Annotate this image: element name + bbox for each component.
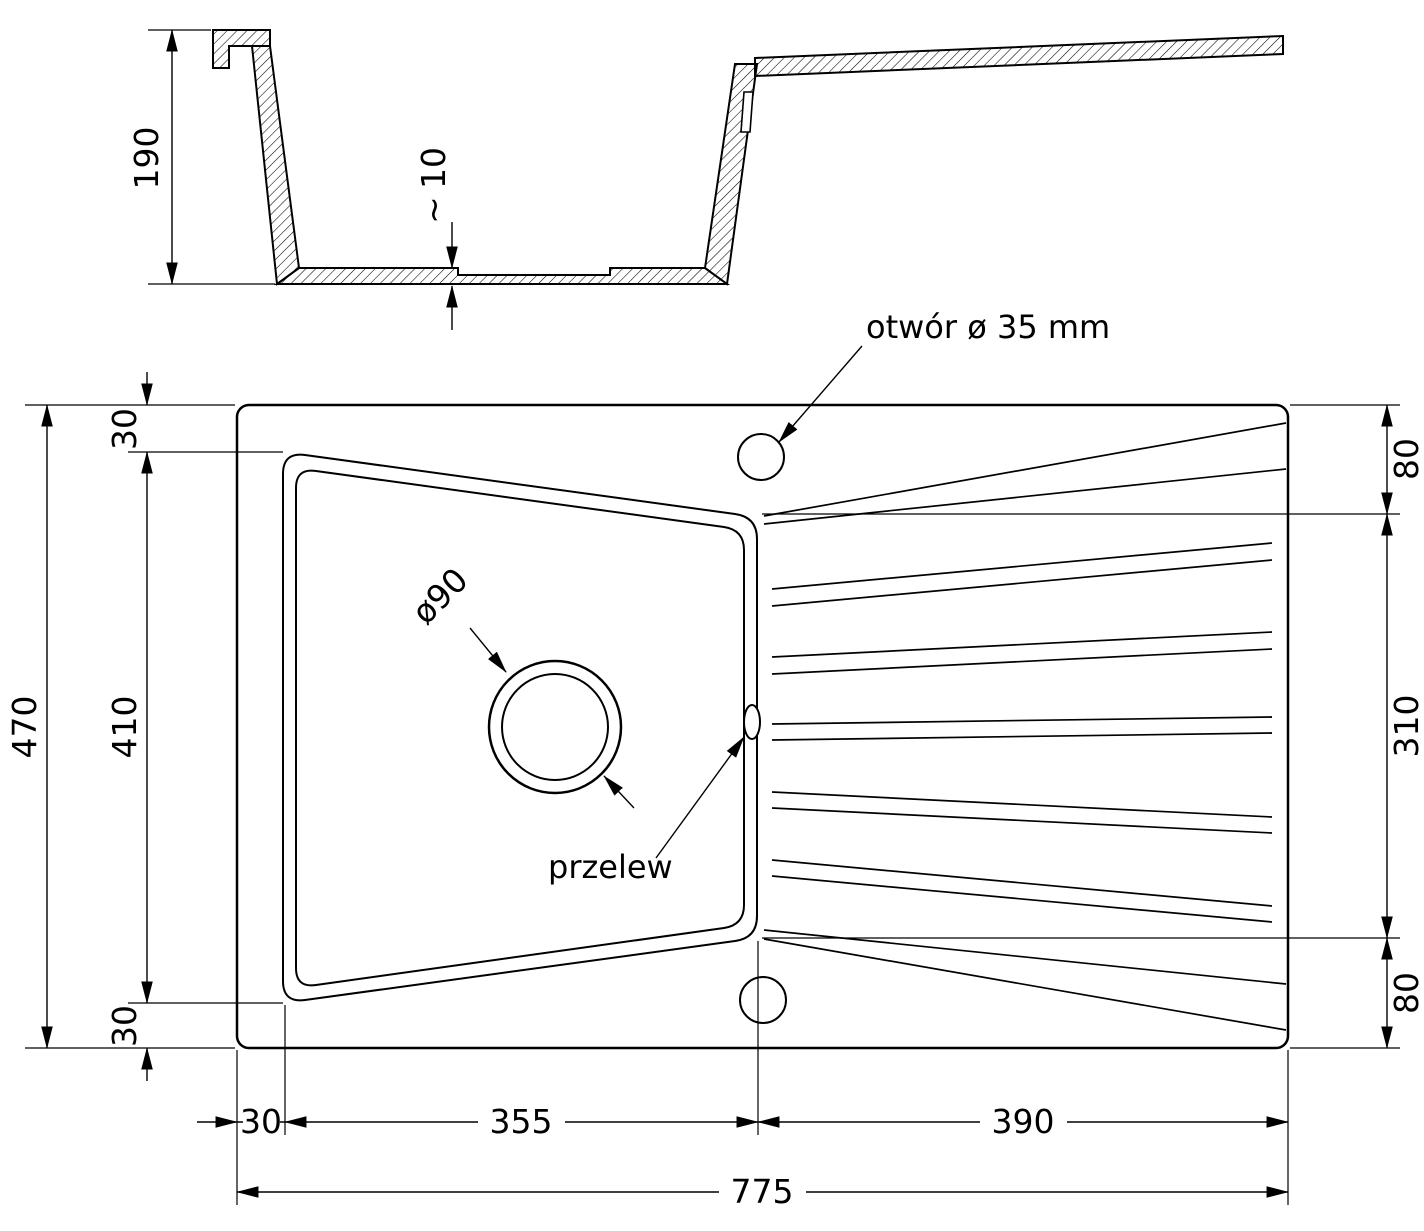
right-dimensions: 80 310 80 [1381, 404, 1424, 1049]
groove-line [771, 631, 1273, 658]
groove-line [771, 648, 1273, 675]
groove-line [763, 938, 1287, 1031]
label-bg [243, 1104, 280, 1138]
dim-right-bottom: 80 [1387, 972, 1424, 1014]
leader-drain-2 [603, 775, 635, 809]
dim-top-margin: 30 [105, 408, 144, 450]
plan-view: otwór ø 35 mm ø90 przelew [5, 308, 1424, 1211]
dim-depth: 190 [127, 127, 166, 190]
section-left-rim [212, 29, 271, 69]
cross-section-view: 190 10 ~ [127, 29, 1284, 330]
groove-line [771, 859, 1273, 907]
dim-right-top: 80 [1387, 438, 1424, 480]
groove-line [763, 422, 1287, 517]
dim-overall-height: 470 [5, 696, 44, 759]
section-overflow-slot [740, 91, 754, 133]
section-drainer-board [754, 34, 1284, 78]
drain-hole-outer [487, 659, 623, 795]
groove-line [763, 468, 1287, 525]
bottom-dimensions: 30 355 390 775 [197, 1102, 1289, 1211]
label-drain-diameter: ø90 [404, 560, 476, 632]
dim-thickness-approx: ~ [414, 196, 453, 224]
groove-line [771, 875, 1273, 923]
bowl-outer-rim [282, 453, 758, 1002]
tap-hole [737, 433, 785, 481]
label-overflow: przelew [548, 848, 673, 886]
groove-line [771, 542, 1273, 590]
dim-left-margin: 30 [240, 1102, 282, 1141]
annotations: otwór ø 35 mm ø90 przelew [404, 308, 1110, 886]
leader-tap-hole [778, 345, 863, 443]
label-tap-hole: otwór ø 35 mm [866, 308, 1110, 346]
leader-overflow [655, 736, 745, 859]
label-bg [980, 1104, 1067, 1138]
groove-line [771, 559, 1273, 607]
section-bottom [273, 267, 731, 285]
section-left-wall [250, 45, 301, 286]
groove-line [771, 732, 1273, 741]
dim-overall-width: 775 [731, 1172, 794, 1211]
left-dimensions: 470 30 410 30 [5, 372, 153, 1081]
groove-line [771, 791, 1273, 818]
groove-line [771, 807, 1273, 834]
bottom-hole [739, 976, 787, 1024]
groove-line [771, 716, 1273, 725]
overflow-opening [743, 704, 761, 740]
drainer-grooves [763, 422, 1287, 1031]
label-bg [478, 1104, 565, 1138]
dim-bowl-width: 355 [490, 1102, 553, 1141]
dim-bottom-margin: 30 [105, 1005, 144, 1047]
leader-drain-1 [469, 627, 507, 673]
dim-bowl-height: 410 [105, 696, 144, 759]
dim-drainer-width: 390 [992, 1102, 1055, 1141]
bowl-inner-rim [295, 469, 745, 987]
dim-thickness: 10 [414, 147, 453, 189]
sink-outer-edge [235, 403, 1290, 1050]
dim-drainer-height: 310 [1387, 695, 1424, 758]
groove-line [763, 929, 1287, 985]
drain-hole-inner [501, 673, 609, 781]
label-bg [719, 1174, 806, 1208]
